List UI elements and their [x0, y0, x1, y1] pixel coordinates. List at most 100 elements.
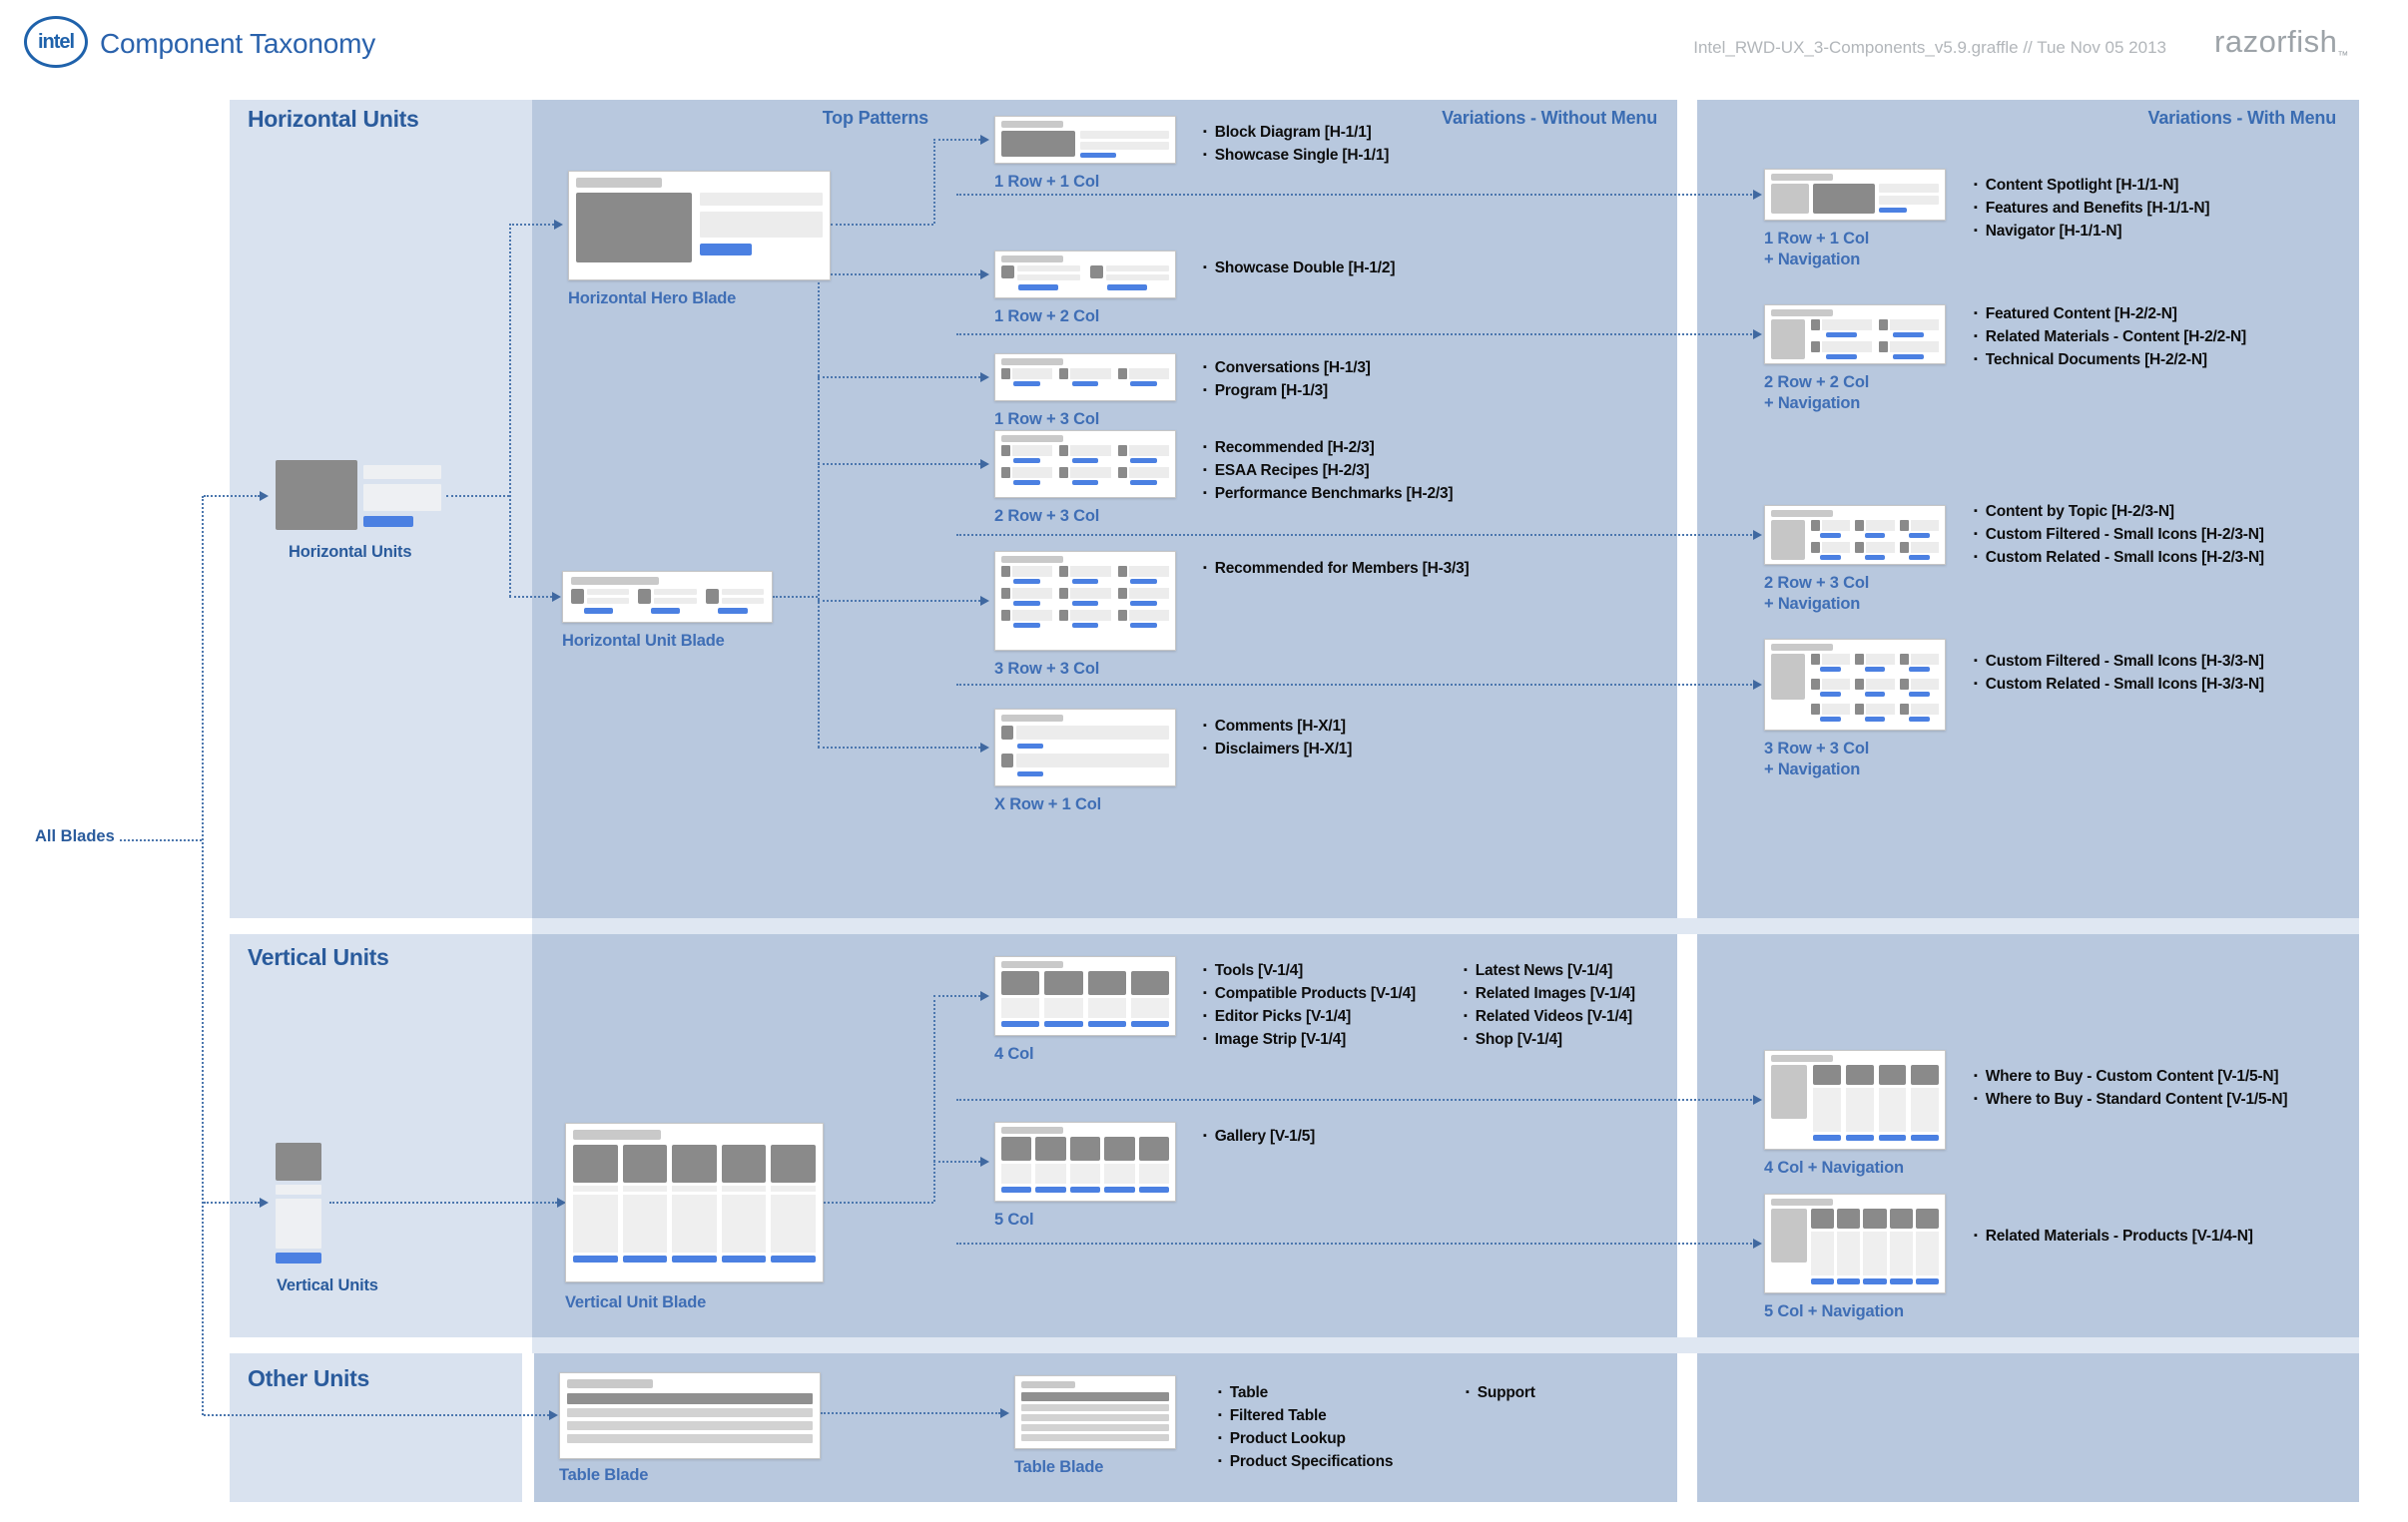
arrow-icon: [980, 135, 989, 145]
thumb-1row-1col-nav: [1764, 169, 1946, 221]
arrow-icon: [980, 743, 989, 753]
connector-line: [446, 495, 509, 497]
connector-line: [818, 600, 980, 602]
connector-line: [204, 1202, 260, 1204]
arrow-icon: [980, 1157, 989, 1167]
thumb-label: 4 Col: [994, 1045, 1034, 1063]
pattern-list-g6: Comments [H-X/1] Disclaimers [H-X/1]: [1203, 716, 1353, 761]
intel-logo-icon: intel: [24, 16, 88, 68]
arrow-icon: [980, 269, 989, 279]
thumb-label: 1 Row + 1 Col: [994, 173, 1100, 191]
arrow-icon: [260, 1198, 269, 1208]
section-title-horizontal: Horizontal Units: [248, 106, 419, 132]
connector-line: [933, 995, 980, 997]
thumb-label: Vertical Unit Blade: [565, 1293, 707, 1311]
thumb-1row-1col: [994, 116, 1176, 164]
thumb-label: 1 Row + 3 Col: [994, 410, 1100, 428]
arrow-icon: [1753, 680, 1762, 690]
connector-line: [818, 273, 820, 748]
arrow-icon: [980, 372, 989, 382]
section-title-vertical: Vertical Units: [248, 944, 389, 970]
connector-line: [509, 596, 552, 598]
variation-list-n1: Content Spotlight [H-1/1-N] Features and…: [1974, 175, 2210, 244]
pattern-list-g2: Showcase Double [H-1/2]: [1203, 257, 1396, 280]
arrow-icon: [1753, 329, 1762, 339]
band-vertical-col1: [230, 934, 532, 1337]
thumb-4col-nav: [1764, 1050, 1946, 1150]
connector-line: [821, 1412, 1000, 1414]
connector-line: [509, 224, 511, 597]
band-other-col1: [230, 1353, 522, 1502]
connector-line: [956, 194, 1755, 196]
connector-line: [204, 495, 260, 497]
razorfish-logo: razorfish™: [2214, 24, 2349, 63]
thumb-label: Table Blade: [559, 1466, 649, 1484]
thumb-label: 4 Col + Navigation: [1764, 1159, 1904, 1177]
variation-list-n2: Featured Content [H-2/2-N] Related Mater…: [1974, 303, 2247, 372]
connector-line: [818, 376, 980, 378]
band-other-withmenu: [1697, 1353, 2359, 1502]
connector-line: [956, 684, 1755, 686]
variation-list-m2: Related Materials - Products [V-1/4-N]: [1974, 1226, 2253, 1249]
row-gap-1: [532, 918, 2359, 934]
thumb-label: Horizontal Units: [289, 543, 412, 561]
pattern-list-v4-b: Latest News [V-1/4] Related Images [V-1/…: [1464, 960, 1635, 1052]
connector-line: [818, 273, 980, 275]
thumb-horizontal-unit-blade: [562, 571, 773, 623]
connector-line: [329, 1202, 557, 1204]
thumb-4col: [994, 956, 1176, 1036]
thumb-label: X Row + 1 Col: [994, 795, 1101, 813]
arrow-icon: [1753, 530, 1762, 540]
thumb-5col-nav: [1764, 1194, 1946, 1293]
connector-line: [933, 139, 935, 224]
thumb-table-blade: [559, 1372, 821, 1459]
pattern-list-table-b: Support: [1466, 1382, 1535, 1405]
thumb-2row-3col: [994, 430, 1176, 498]
thumb-2row-3col-nav: [1764, 505, 1946, 565]
thumb-label: Vertical Units: [277, 1276, 378, 1294]
thumb-horizontal-hero-blade: [568, 171, 831, 280]
thumb-horizontal-units: [276, 460, 441, 530]
thumb-label: 2 Row + 3 Col: [994, 507, 1100, 525]
thumb-label: 3 Row + 3 Col+ Navigation: [1764, 740, 1870, 778]
variation-list-n4: Custom Filtered - Small Icons [H-3/3-N] …: [1974, 651, 2264, 697]
pattern-list-g5: Recommended for Members [H-3/3]: [1203, 558, 1470, 581]
pattern-list-table-a: Table Filtered Table Product Lookup Prod…: [1218, 1382, 1394, 1474]
section-title-other: Other Units: [248, 1365, 369, 1391]
arrow-icon: [260, 491, 269, 501]
thumb-label: 3 Row + 3 Col: [994, 660, 1100, 678]
thumb-label: 5 Col + Navigation: [1764, 1302, 1904, 1320]
thumb-1row-3col: [994, 353, 1176, 401]
thumb-vertical-units: [276, 1143, 321, 1264]
thumb-label: Horizontal Unit Blade: [562, 632, 725, 650]
pattern-list-v4-a: Tools [V-1/4] Compatible Products [V-1/4…: [1203, 960, 1417, 1052]
connector-line: [824, 1202, 933, 1204]
connector-line: [933, 1161, 980, 1163]
connector-line: [956, 534, 1755, 536]
connector-line: [818, 463, 980, 465]
connector-line: [831, 224, 933, 226]
thumb-table: [1014, 1375, 1176, 1449]
pattern-list-g4: Recommended [H-2/3] ESAA Recipes [H-2/3]…: [1203, 437, 1454, 506]
arrow-icon: [980, 596, 989, 606]
file-info: Intel_RWD-UX_3-Components_v5.9.graffle /…: [1693, 38, 2166, 57]
arrow-icon: [1000, 1408, 1009, 1418]
pattern-list-g3: Conversations [H-1/3] Program [H-1/3]: [1203, 357, 1371, 403]
thumb-2row-2col-nav: [1764, 304, 1946, 364]
thumb-label: 2 Row + 2 Col+ Navigation: [1764, 373, 1870, 412]
page-title: Component Taxonomy: [100, 28, 376, 59]
column-header-with-menu: Variations - With Menu: [2147, 108, 2337, 128]
thumb-3row-3col: [994, 551, 1176, 651]
connector-line: [956, 1243, 1755, 1245]
connector-line: [202, 496, 204, 1415]
thumb-label: 1 Row + 2 Col: [994, 307, 1100, 325]
column-header-without-menu: Variations - Without Menu: [1442, 108, 1657, 128]
thumb-xrow-1col: [994, 709, 1176, 786]
row-gap-2: [532, 1337, 2359, 1353]
arrow-icon: [1753, 1239, 1762, 1249]
pattern-list-v5: Gallery [V-1/5]: [1203, 1126, 1316, 1149]
arrow-icon: [554, 220, 563, 230]
thumb-1row-2col: [994, 251, 1176, 298]
thumb-label: Table Blade: [1014, 1458, 1104, 1476]
arrow-icon: [557, 1198, 566, 1208]
